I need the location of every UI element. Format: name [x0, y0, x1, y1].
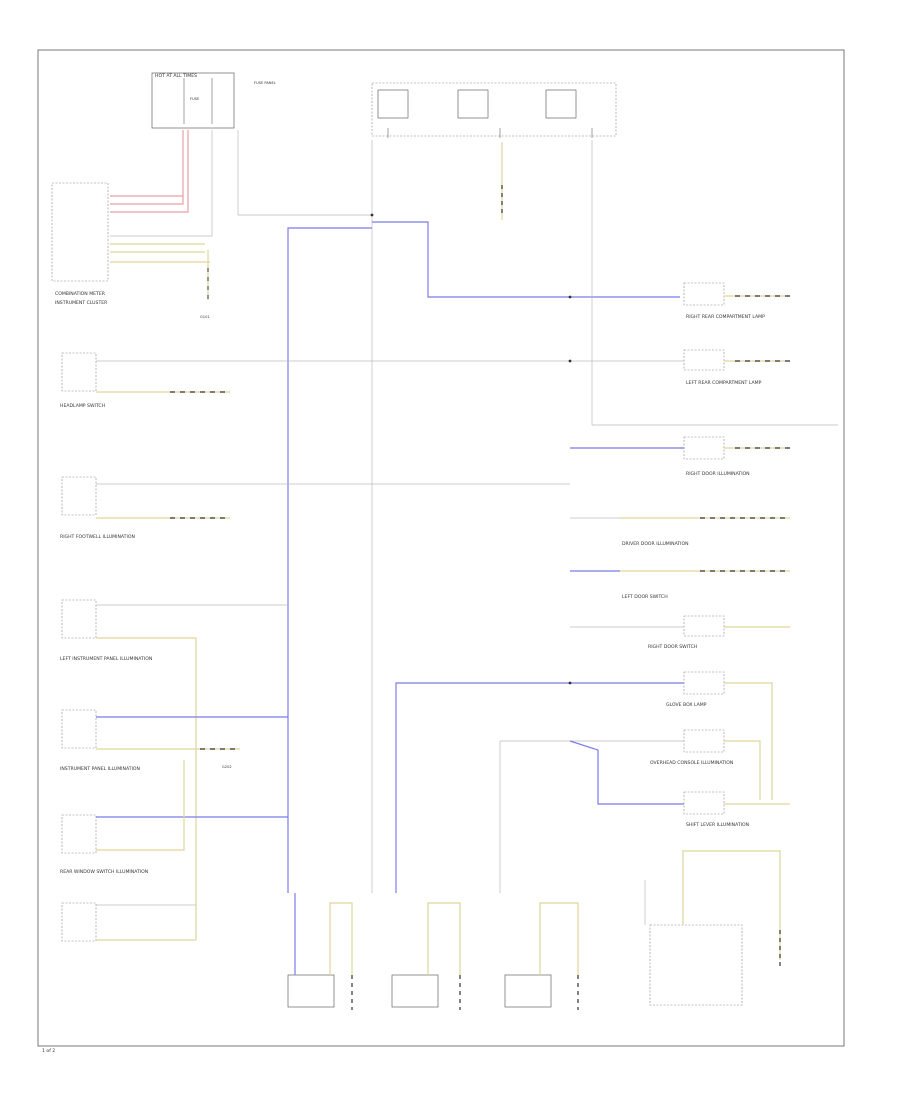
light-control-module	[371, 82, 617, 138]
left-door-switch-label: LEFT DOOR SWITCH	[622, 594, 668, 600]
fuse-panel-label: FUSE PANEL	[254, 81, 276, 85]
instrument-cluster-block: COMBINATION METER INSTRUMENT CLUSTER	[51, 182, 109, 306]
driver-door-lamp: DRIVER DOOR ILLUMINATION	[570, 517, 790, 547]
bottom-left-lamp	[61, 902, 196, 942]
overhead-console-lamp: OVERHEAD CONSOLE ILLUMINATION	[499, 729, 761, 893]
fuse-label: FUSE	[190, 97, 200, 101]
fuse-box-title: HOT AT ALL TIMES	[155, 73, 197, 79]
ground-label-g2: G202	[222, 765, 232, 769]
rear-window-switch-lamp: REAR WINDOW SWITCH ILLUMINATION	[60, 760, 288, 875]
fuse-box: HOT AT ALL TIMES FUSE FUSE PANEL	[151, 72, 276, 129]
shift-lever-label: SHIFT LEVER ILLUMINATION	[686, 822, 749, 828]
bottom-connector-1	[287, 893, 353, 1010]
bottom-right-module	[644, 850, 781, 1006]
left-door-switch: LEFT DOOR SWITCH	[570, 570, 790, 600]
page-number: 1 of 2	[42, 1048, 55, 1054]
right-door-switch-label: RIGHT DOOR SWITCH	[648, 644, 697, 650]
instrument-panel-label: INSTRUMENT PANEL ILLUMINATION	[60, 766, 140, 772]
glove-box-lamp: GLOVE BOX LAMP	[395, 671, 773, 893]
ground-label-g1: G101	[200, 315, 210, 319]
left-instrument-panel-lamp: LEFT INSTRUMENT PANEL ILLUMINATION	[60, 599, 288, 940]
bottom-connector-3	[504, 902, 579, 1010]
right-rear-lamp-label: RIGHT REAR COMPARTMENT LAMP	[686, 314, 765, 320]
rear-window-switch-label: REAR WINDOW SWITCH ILLUMINATION	[60, 869, 148, 875]
bottom-connector-2	[391, 902, 461, 1010]
instrument-panel-lamp: INSTRUMENT PANEL ILLUMINATION G202	[60, 709, 288, 772]
instrument-cluster-sub: COMBINATION METER	[55, 291, 106, 297]
instrument-cluster-label: INSTRUMENT CLUSTER	[55, 300, 108, 306]
overhead-console-label: OVERHEAD CONSOLE ILLUMINATION	[650, 760, 733, 766]
right-door-lamp-label: RIGHT DOOR ILLUMINATION	[686, 471, 750, 477]
right-door-switch: RIGHT DOOR SWITCH	[570, 615, 790, 650]
driver-door-lamp-label: DRIVER DOOR ILLUMINATION	[622, 541, 689, 547]
right-footwell-label: RIGHT FOOTWELL ILLUMINATION	[60, 534, 135, 540]
diagram-frame	[37, 49, 845, 1047]
headlamp-switch: HEADLAMP SWITCH	[60, 352, 230, 409]
left-instrument-panel-label: LEFT INSTRUMENT PANEL ILLUMINATION	[60, 656, 152, 662]
headlamp-switch-label: HEADLAMP SWITCH	[60, 403, 105, 409]
glove-box-lamp-label: GLOVE BOX LAMP	[666, 702, 707, 708]
right-rear-lamp: RIGHT REAR COMPARTMENT LAMP	[683, 282, 790, 320]
right-footwell-lamp: RIGHT FOOTWELL ILLUMINATION	[60, 476, 570, 540]
right-door-lamp: RIGHT DOOR ILLUMINATION	[570, 436, 790, 477]
shift-lever-lamp: SHIFT LEVER ILLUMINATION	[683, 791, 790, 828]
left-rear-lamp-label: LEFT REAR COMPARTMENT LAMP	[686, 380, 762, 386]
left-rear-lamp: LEFT REAR COMPARTMENT LAMP	[96, 349, 790, 386]
